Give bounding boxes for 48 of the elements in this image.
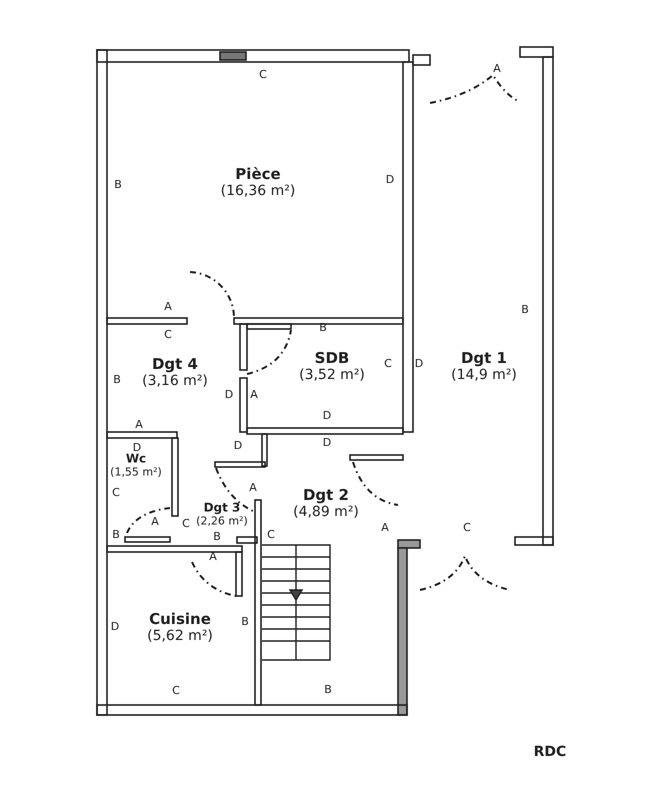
wall-letter: A <box>249 482 257 494</box>
room-name: Cuisine <box>148 610 212 628</box>
wall-letter: A <box>164 301 172 313</box>
room-area: (5,62 m²) <box>147 628 213 644</box>
wall-letter: B <box>113 374 121 386</box>
room-name: SDB <box>314 349 350 367</box>
room-name: Dgt 3 <box>202 500 242 514</box>
wall-letter: C <box>172 685 180 697</box>
room-area: (1,55 m²) <box>110 466 162 478</box>
room-name: Dgt 1 <box>460 349 508 367</box>
floor-label: RDC <box>534 746 566 758</box>
wall-letter: C <box>182 518 190 530</box>
room-area: (3,52 m²) <box>299 367 365 383</box>
wall-letter: C <box>463 522 471 534</box>
wall-letter: C <box>164 329 172 341</box>
wall-letter: B <box>213 531 221 543</box>
wall-letter: D <box>234 440 242 452</box>
wall-letter: C <box>267 529 275 541</box>
room-area: (2,26 m²) <box>196 514 248 528</box>
wall-letter: B <box>112 529 120 541</box>
room-name: Pièce <box>234 165 282 183</box>
wall-letter: D <box>414 358 424 370</box>
wall-letter: D <box>132 442 142 454</box>
wall-letter: A <box>135 419 143 431</box>
room-name: Dgt 2 <box>302 486 350 504</box>
wall-letter: B <box>114 179 122 191</box>
wall-letter: D <box>224 389 234 401</box>
wall-letter: A <box>209 551 217 563</box>
wall-letter: B <box>241 616 249 628</box>
wall-letter: D <box>322 437 332 449</box>
wall-letter: C <box>384 358 392 370</box>
room-area: (3,16 m²) <box>142 373 208 389</box>
wall-letter: A <box>250 389 258 401</box>
wall-letter: C <box>112 487 120 499</box>
wall-letter: D <box>386 174 394 186</box>
wall-letter: D <box>110 621 120 633</box>
wall-letter: A <box>493 63 501 75</box>
wall-letter: B <box>324 684 332 696</box>
wall-letter: A <box>381 522 389 534</box>
wall-letter: A <box>151 516 159 528</box>
room-area: (4,89 m²) <box>293 504 359 520</box>
room-area: (16,36 m²) <box>220 183 296 199</box>
room-name: Wc <box>124 452 148 466</box>
wall-letter: D <box>322 410 332 422</box>
wall-letter: B <box>521 304 529 316</box>
wall-letter: C <box>259 69 267 81</box>
room-area: (14,9 m²) <box>451 367 517 383</box>
room-name: Dgt 4 <box>150 355 199 373</box>
